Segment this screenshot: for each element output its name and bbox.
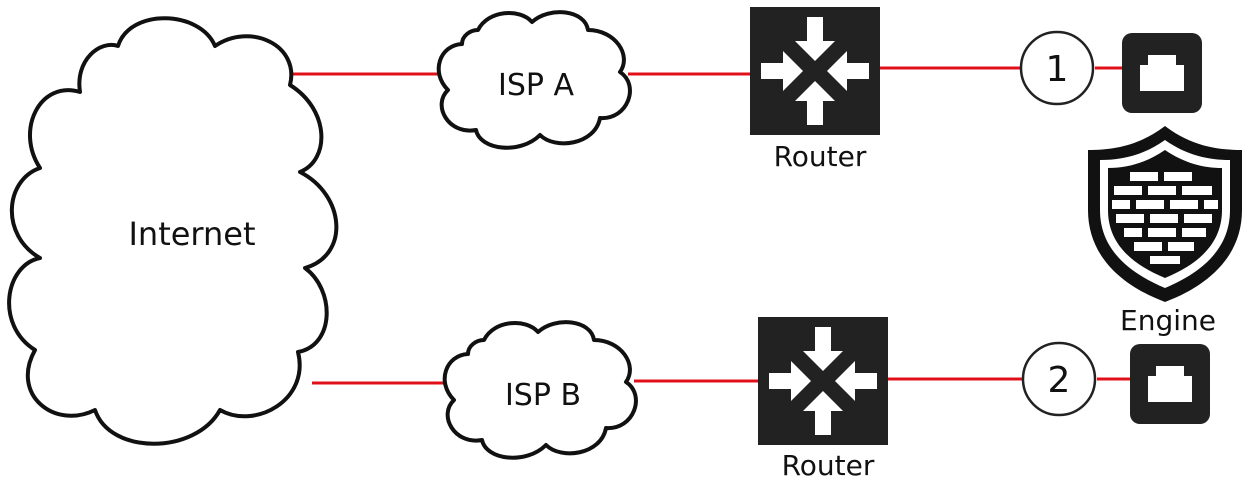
isp-b-cloud-shape xyxy=(442,320,638,460)
internet-label: Internet xyxy=(128,215,255,253)
isp-b-label: ISP B xyxy=(505,378,581,413)
firewall-bricks xyxy=(1112,172,1218,264)
links xyxy=(285,66,1130,385)
network-port-icon xyxy=(1130,344,1210,424)
network-port-icon xyxy=(1122,33,1202,113)
interface-1-label: 1 xyxy=(1046,49,1069,90)
internet-cloud-shape xyxy=(7,16,339,446)
interface-2-badge: 2 xyxy=(1021,341,1097,417)
isp-a-label: ISP A xyxy=(498,68,575,103)
firewall-shield-icon xyxy=(1088,126,1242,302)
isp-a-cloud: ISP A xyxy=(436,10,632,150)
router-b: Router xyxy=(758,317,888,481)
engine: Engine xyxy=(1088,126,1242,337)
router-icon xyxy=(758,317,888,445)
isp-b-cloud: ISP B xyxy=(442,320,638,460)
interface-2-label: 2 xyxy=(1048,360,1071,401)
router-b-label: Router xyxy=(782,449,875,481)
engine-label: Engine xyxy=(1120,304,1216,337)
internet-cloud: Internet xyxy=(7,16,339,446)
router-icon xyxy=(750,7,880,135)
isp-a-cloud-shape xyxy=(436,10,632,150)
router-a: Router xyxy=(750,7,880,173)
interface-1-badge: 1 xyxy=(1019,30,1095,106)
router-a-label: Router xyxy=(774,140,867,173)
